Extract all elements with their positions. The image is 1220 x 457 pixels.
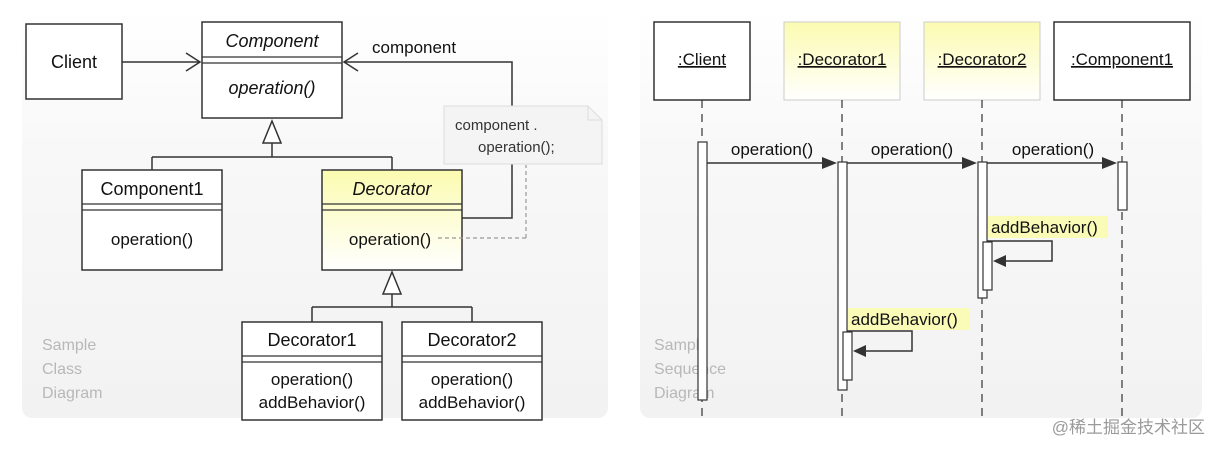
svg-text:operation(): operation() bbox=[731, 140, 813, 159]
svg-text::Client: :Client bbox=[678, 50, 726, 69]
decorator2-operation: operation() bbox=[431, 370, 513, 389]
svg-text::Decorator2: :Decorator2 bbox=[938, 50, 1027, 69]
svg-text:Diagram: Diagram bbox=[42, 385, 102, 402]
self-call-decorator2-add-behavior: addBehavior() bbox=[987, 216, 1108, 267]
note-line-2: operation(); bbox=[478, 139, 555, 156]
client-component-association bbox=[122, 52, 202, 72]
decorator1-class: Decorator1 operation() addBehavior() bbox=[241, 321, 383, 421]
decorator2-class: Decorator2 operation() addBehavior() bbox=[401, 321, 543, 421]
component1-class-name: Component1 bbox=[100, 179, 203, 199]
message-decorator1-to-decorator2: operation() bbox=[847, 140, 977, 169]
component-class: Component operation() bbox=[201, 21, 343, 119]
activation-decorator1 bbox=[837, 161, 848, 391]
svg-text:Sample: Sample bbox=[42, 337, 96, 354]
implementation-note: component . operation(); bbox=[438, 105, 603, 239]
decorator1-class-name: Decorator1 bbox=[267, 330, 356, 350]
svg-text:Class: Class bbox=[42, 361, 82, 378]
component-role-label: component bbox=[372, 38, 456, 57]
class-diagram: Client Component operation() component bbox=[22, 8, 608, 421]
svg-text:Sample: Sample bbox=[654, 337, 708, 354]
component-operation: operation() bbox=[228, 78, 315, 98]
component-class-name: Component bbox=[225, 31, 319, 51]
activation-decorator2 bbox=[977, 161, 988, 299]
svg-text::Decorator1: :Decorator1 bbox=[798, 50, 887, 69]
svg-text:Sequence: Sequence bbox=[654, 361, 726, 378]
self-call-decorator1-add-behavior: addBehavior() bbox=[847, 308, 970, 357]
activation-client bbox=[697, 141, 708, 401]
decorator2-class-name: Decorator2 bbox=[427, 330, 516, 350]
decorator-class-name: Decorator bbox=[352, 179, 432, 199]
decorator-generalization bbox=[311, 270, 473, 322]
class-diagram-caption: Sample Class Diagram bbox=[42, 337, 102, 402]
decorator2-add-behavior: addBehavior() bbox=[419, 393, 526, 412]
lifeline-component1: :Component1 bbox=[1053, 21, 1191, 422]
decorator-class: Decorator operation() bbox=[321, 169, 463, 271]
watermark: @稀土掘金技术社区 bbox=[1052, 418, 1205, 437]
activation-component1 bbox=[1117, 161, 1128, 211]
svg-text:operation(): operation() bbox=[1012, 140, 1094, 159]
decorator-operation: operation() bbox=[349, 230, 431, 249]
decorator1-operation: operation() bbox=[271, 370, 353, 389]
lifeline-decorator1: :Decorator1 bbox=[783, 21, 901, 422]
lifeline-decorator2: :Decorator2 bbox=[923, 21, 1041, 422]
svg-text:operation(): operation() bbox=[871, 140, 953, 159]
component1-operation: operation() bbox=[111, 230, 193, 249]
message-decorator2-to-component1: operation() bbox=[987, 140, 1117, 169]
message-client-to-decorator1: operation() bbox=[707, 140, 837, 169]
note-line-1: component . bbox=[455, 117, 538, 134]
svg-text:addBehavior(): addBehavior() bbox=[991, 218, 1098, 237]
sequence-diagram-caption: Sample Sequence Diagram bbox=[654, 337, 726, 402]
activation-decorator2-self bbox=[982, 241, 993, 291]
lifeline-client: :Client bbox=[653, 21, 751, 422]
client-class-name: Client bbox=[51, 52, 97, 72]
activation-decorator1-self bbox=[842, 331, 853, 381]
component-generalization bbox=[151, 119, 393, 170]
svg-text:addBehavior(): addBehavior() bbox=[851, 310, 958, 329]
sequence-diagram-background bbox=[640, 8, 1202, 418]
client-class: Client bbox=[25, 23, 123, 100]
decorator1-add-behavior: addBehavior() bbox=[259, 393, 366, 412]
sequence-diagram: Sample Sequence Diagram :Client :Decorat… bbox=[640, 8, 1202, 422]
svg-text::Component1: :Component1 bbox=[1071, 50, 1173, 69]
component1-class: Component1 operation() bbox=[81, 169, 223, 271]
